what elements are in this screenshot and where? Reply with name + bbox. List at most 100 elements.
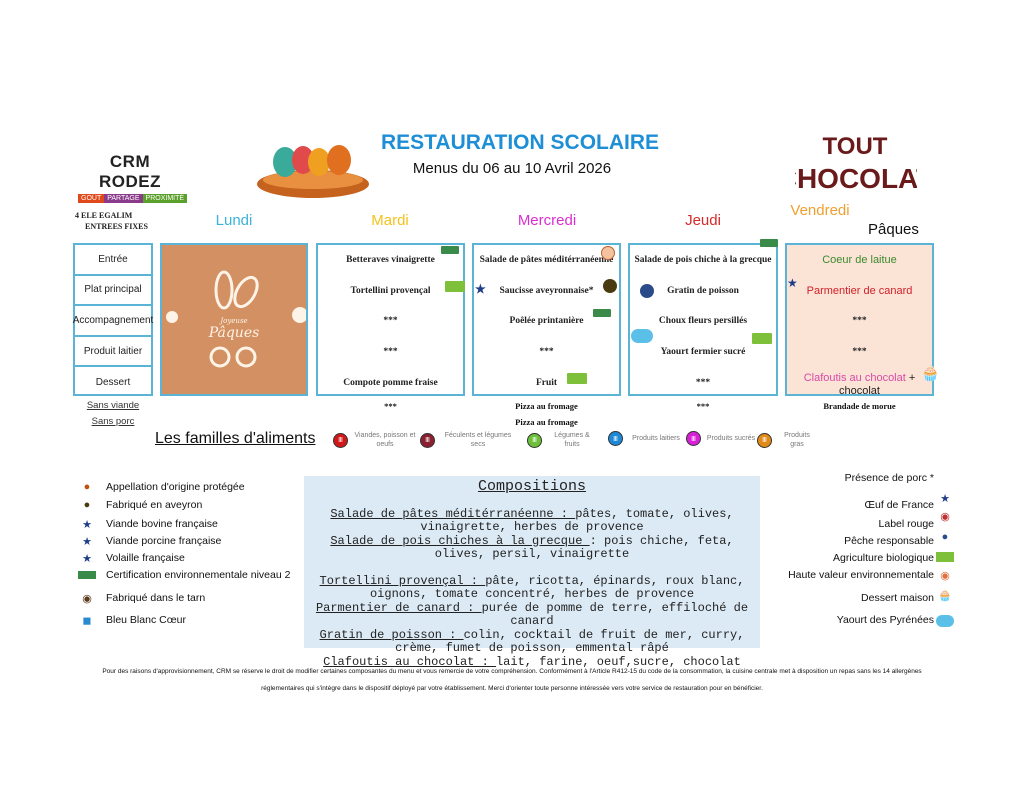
- french-poultry-icon: ★: [787, 275, 798, 290]
- family-dairy: Ⅲ Produits laitiers: [608, 431, 684, 446]
- hve-icon: [760, 239, 778, 247]
- composition-item: Salade de pâtes méditérranéenne : pâtes,…: [304, 506, 760, 535]
- family-label: Produits gras: [784, 432, 810, 448]
- easter-text: Pâques: [208, 325, 260, 341]
- easter-bunny-illustration: Joyeuse Pâques: [166, 270, 308, 368]
- row-label: Entrée: [75, 245, 151, 276]
- legend-label: Bleu Blanc Cœur: [106, 614, 186, 626]
- day-mercredi: Mercredi: [517, 212, 577, 229]
- compositions-panel: [304, 476, 760, 648]
- menu-item: ★Parmentier de canard: [787, 276, 932, 307]
- cutlery-icon: Ⅲ: [608, 431, 623, 446]
- brand-tag: GOÛT: [78, 194, 105, 203]
- composition-dish: Tortellini provençal :: [319, 573, 486, 588]
- legend-label: Volaille française: [106, 552, 185, 564]
- composition-dish: Salade de pois chiches à la grecque: [330, 533, 590, 548]
- hve-icon: [78, 568, 96, 582]
- dessert-maison-icon: [601, 246, 615, 260]
- svg-text:CHOCOLAT: CHOCOLAT: [795, 163, 917, 194]
- hve-icon: [593, 309, 611, 318]
- legend-hve: Haute valeur environnementale: [788, 569, 934, 581]
- composition-desc: pâte, ricotta, épinards, roux blanc, oig…: [369, 573, 745, 601]
- dessert-maison-icon: 🧁: [921, 365, 940, 383]
- legend-dessert: Dessert maison: [861, 592, 934, 604]
- family-label: Produits laitiers: [632, 435, 680, 442]
- hve-icon: ◉: [940, 570, 950, 582]
- organic-icon: [936, 550, 954, 563]
- day-mardi: Mardi: [371, 212, 409, 229]
- egalim-line: ENTREES FIXES: [85, 222, 148, 231]
- day-lundi: Lundi: [215, 212, 253, 229]
- menu-item: Salade de pois chiche à la grecque: [630, 239, 778, 276]
- day-jeudi: Jeudi: [685, 212, 721, 229]
- dish: Tortellini provençal: [350, 285, 431, 296]
- fabrique-aveyron-icon: [603, 278, 617, 293]
- vendredi-menu: Coeur de laitue ★Parmentier de canard **…: [785, 243, 940, 398]
- family-label: Viandes, poisson et oeufs: [354, 432, 416, 448]
- row-label: Dessert: [95, 377, 131, 389]
- brand-tag: PROXIMITÉ: [142, 194, 188, 203]
- composition-item: Clafoutis au chocolat : lait, farine, oe…: [304, 654, 760, 670]
- composition-item: Parmentier de canard : purée de pomme de…: [304, 600, 760, 629]
- easter-text: Joyeuse: [218, 317, 247, 325]
- egalim-line: 4 ELE EGALIM: [75, 211, 133, 220]
- dish: Fruit: [535, 377, 558, 388]
- composition-dish: Parmentier de canard :: [315, 600, 482, 615]
- menu-item: ***: [695, 377, 711, 388]
- compositions-title: Compositions: [477, 478, 587, 495]
- label-rouge-icon: ◉: [940, 511, 950, 523]
- composition-item: Tortellini provençal : pâte, ricotta, ép…: [304, 573, 760, 602]
- aveyron-icon: ●: [83, 499, 91, 511]
- oeuf-france-icon: ★: [940, 493, 950, 505]
- cutlery-icon: Ⅲ: [527, 432, 542, 448]
- legend-aop: ●Appellation d'origine protégée: [78, 480, 245, 494]
- dish: Yaourt fermier sucré: [660, 347, 746, 358]
- food-families-title: Les familles d'aliments: [155, 430, 316, 447]
- organic-icon: [567, 373, 587, 385]
- menu-item: Choux fleurs persillés: [658, 316, 748, 327]
- tarn-icon: ◉: [82, 592, 92, 605]
- sans-viande-link[interactable]: Sans viande: [86, 400, 140, 411]
- sans-viande-mercredi: Pizza au fromage: [515, 401, 578, 411]
- menu-item: ***: [383, 316, 398, 327]
- legend-porcine: ★Viande porcine française: [78, 534, 221, 548]
- sans-porc-link[interactable]: Sans porc: [91, 416, 135, 427]
- peche-responsable-icon: [640, 283, 654, 298]
- family-label: Produits sucrés: [706, 435, 756, 442]
- sans-viande-jeudi: ***: [696, 401, 710, 411]
- legend-label: Présence de porc: [844, 472, 927, 484]
- legend-label: Viande porcine française: [106, 535, 222, 547]
- composition-dish: Salade de pâtes méditérranéenne :: [330, 506, 576, 521]
- menu-item: Yaourt fermier sucré: [630, 328, 776, 368]
- menu-item: Coeur de laitue: [822, 254, 897, 267]
- legend-volaille: ★Volaille française: [78, 551, 185, 565]
- aop-icon: ●: [83, 481, 91, 493]
- composition-desc: pâtes, tomate, olives, vinaigrette, herb…: [420, 506, 734, 534]
- composition-desc: colin, cocktail de fruit de mer, curry, …: [395, 627, 745, 655]
- legend-tarn: ◉Fabriqué dans le tarn: [78, 591, 205, 605]
- composition-desc: : pois chiche, feta, olives, persil, vin…: [434, 533, 734, 561]
- svg-text:TOUT: TOUT: [823, 133, 888, 160]
- menu-item: ***: [852, 347, 867, 358]
- menu-item: Clafoutis au chocolat + chocolat 🧁: [787, 366, 940, 398]
- footer-line: Pour des raisons d'approvisionnement, CR…: [102, 668, 922, 675]
- menu-item: Salade de pâtes méditérranéenne: [474, 245, 619, 276]
- menu-item: Poêlée printanière: [474, 306, 619, 337]
- legend-hve2: Certification environnementale niveau 2: [78, 568, 290, 582]
- menu-item: ***: [539, 347, 554, 358]
- composition-desc: purée de pomme de terre, effiloché de ca…: [481, 600, 749, 628]
- yaourt-pyrenees-icon: [936, 614, 954, 627]
- row-label: Plat principal: [75, 276, 151, 307]
- page-title: RESTAURATION SCOLAIRE: [380, 131, 660, 154]
- day-vendredi: Vendredi: [790, 202, 850, 219]
- menu-item: Compote pomme fraise: [343, 377, 438, 388]
- organic-icon: [445, 280, 465, 292]
- cutlery-icon: Ⅲ: [333, 432, 348, 448]
- composition-item: Salade de pois chiches à la grecque : po…: [304, 533, 760, 562]
- composition-dish: Clafoutis au chocolat :: [323, 654, 496, 669]
- dish: chocolat: [839, 384, 880, 397]
